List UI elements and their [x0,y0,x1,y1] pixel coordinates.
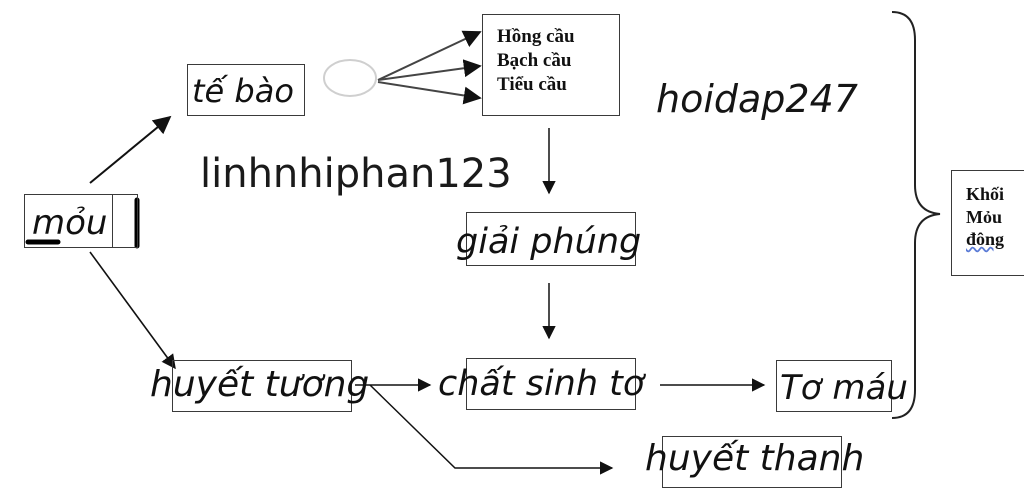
khoi-mau-dong-line-1: Khối [966,184,1005,204]
node-huyet-tuong-label: huyết tương [150,364,370,405]
curly-brace [891,11,941,419]
node-to-mau-label: Tơ máu [780,368,908,408]
cell-type-hong-cau: Hồng cầu [497,26,575,47]
node-mau-inner-box [112,194,138,248]
arrow-to-bach-cau [377,59,482,81]
node-chat-sinh-to-label: chất sinh tơ [438,364,645,404]
node-giai-phung-label: giải phúng [456,222,642,262]
node-khoi-mau-dong-box: Khối Mỏu đông [951,170,1024,276]
watermark-hoidap247: hoidap247 [656,77,858,121]
khoi-mau-dong-line-3: đông [966,229,1005,249]
arrow-huyet-tuong-to-huyet-thanh [369,384,614,475]
node-te-bao-box [187,64,305,116]
cell-type-bach-cau: Bạch cầu [497,49,572,71]
node-huyet-thanh-label: huyết thanh [645,438,865,479]
watermark-linhnhiphan123: linhnhiphan123 [200,151,512,197]
arrow-mau-to-huyet-tuong [89,251,176,370]
node-te-bao-label: tế bào [192,72,294,110]
khoi-mau-dong-line-2: Mỏu [966,206,1002,227]
node-cell-types-box: Hồng cầu Bạch cầu Tiểu cầu [482,14,620,116]
arrow-to-tieu-cau [377,81,482,105]
node-chat-sinh-to-box [466,358,636,410]
node-giai-phung-box [466,212,636,266]
arrow-to-hong-cau [377,30,482,81]
node-to-mau-box [776,360,892,412]
cell-type-tieu-cau: Tiểu cầu [497,73,567,95]
node-mau-label: mỏu [32,203,108,243]
arrow-mau-to-te-bao [89,115,172,184]
node-huyet-tuong-box [172,360,352,412]
connector-oval [323,59,377,97]
